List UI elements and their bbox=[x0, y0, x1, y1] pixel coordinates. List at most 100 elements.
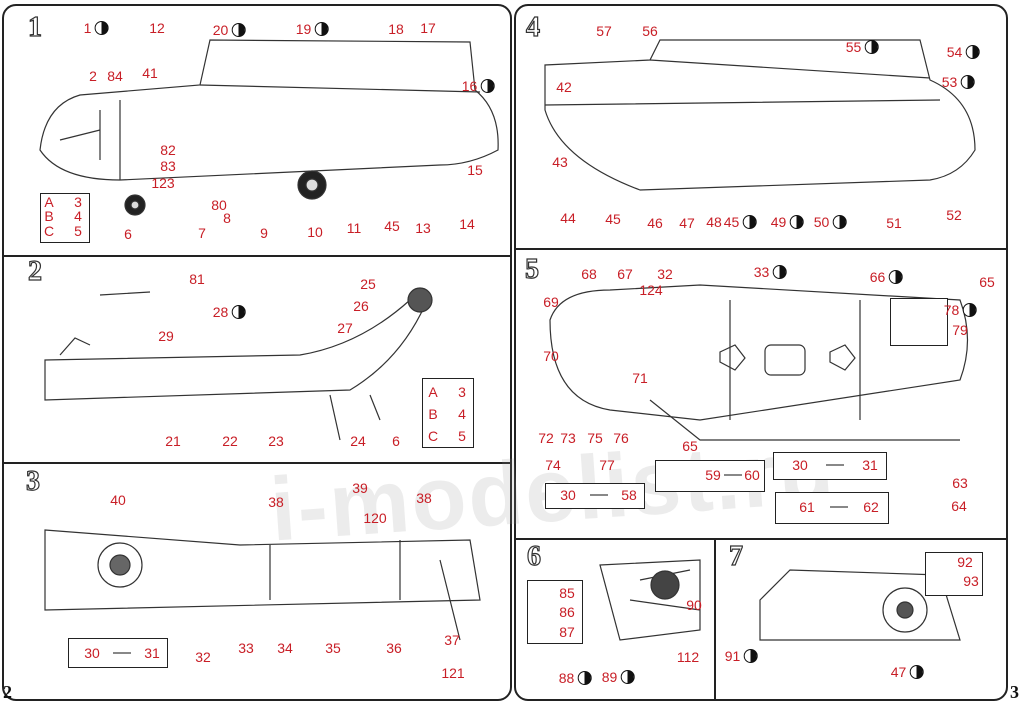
callout-p1: 41 bbox=[142, 65, 158, 81]
callout-p2: 25 bbox=[360, 276, 376, 292]
callout-p4: 44 bbox=[560, 210, 576, 226]
legend-entry: A bbox=[428, 384, 437, 400]
callout-number: 58 bbox=[621, 487, 637, 503]
callout-number: 65 bbox=[979, 274, 995, 290]
callout-number: 87 bbox=[559, 624, 575, 640]
callout-p5: 79 bbox=[952, 322, 968, 338]
callout-p5: 124 bbox=[639, 282, 662, 298]
callout-p5: 70 bbox=[543, 348, 559, 364]
callout-p4: 52 bbox=[946, 207, 962, 223]
callout-p2: 24 bbox=[350, 433, 366, 449]
paint-color-icon bbox=[960, 75, 975, 89]
fuselage-outline-4 bbox=[544, 39, 976, 191]
callout-p5: 71 bbox=[632, 370, 648, 386]
callout-p5: 69 bbox=[543, 294, 559, 310]
legend-entry: 5 bbox=[458, 428, 466, 444]
callout-p4: 53 bbox=[942, 74, 975, 90]
callout-number: 29 bbox=[158, 328, 174, 344]
callout-number: 86 bbox=[559, 604, 575, 620]
paint-color-icon bbox=[577, 671, 592, 685]
callout-number: 35 bbox=[325, 640, 341, 656]
callout-number: 43 bbox=[552, 154, 568, 170]
callout-number: 6 bbox=[526, 540, 541, 572]
callout-number: 121 bbox=[441, 665, 465, 681]
callout-p1: 83 bbox=[160, 158, 176, 174]
callout-p3: 40 bbox=[110, 492, 126, 508]
callout-p5: 73 bbox=[560, 430, 576, 446]
callout-number: 124 bbox=[639, 282, 663, 298]
panel-divider bbox=[4, 462, 510, 464]
callout-number: 30 bbox=[792, 457, 808, 473]
rotor-head-drawing bbox=[599, 559, 701, 641]
callout-number: C bbox=[427, 428, 439, 444]
paint-color-icon bbox=[965, 45, 980, 59]
step-number: 5 bbox=[524, 253, 539, 286]
callout-number: 54 bbox=[946, 44, 963, 60]
legend-entry: C bbox=[44, 223, 54, 239]
callout-number: 21 bbox=[165, 433, 181, 449]
callout-p5: 68 bbox=[581, 266, 597, 282]
callout-number: 7 bbox=[198, 225, 206, 241]
callout-p5: 72 bbox=[538, 430, 554, 446]
callout-number: 22 bbox=[222, 433, 238, 449]
callout-number: 73 bbox=[560, 430, 576, 446]
callout-number: 68 bbox=[581, 266, 597, 282]
callout-p5: 78 bbox=[944, 302, 977, 318]
page-number-right: 3 bbox=[1010, 682, 1019, 702]
arrow-icon bbox=[826, 464, 844, 466]
callout-number: 85 bbox=[559, 585, 575, 601]
callout-number: 25 bbox=[360, 276, 376, 292]
callout-number: 74 bbox=[545, 457, 561, 473]
legend-entry: 4 bbox=[458, 406, 466, 422]
callout-p3: 36 bbox=[386, 640, 402, 656]
callout-number: 36 bbox=[386, 640, 402, 656]
callout-number: 39 bbox=[352, 480, 368, 496]
detail-box-78-79 bbox=[890, 298, 948, 346]
callout-number: 14 bbox=[459, 216, 475, 232]
callout-number: 56 bbox=[642, 23, 658, 39]
arrow-icon bbox=[723, 474, 742, 476]
paint-color-icon bbox=[94, 21, 109, 35]
callout-number: 1 bbox=[83, 20, 92, 36]
panel-divider bbox=[4, 255, 510, 257]
callout-p1: 2 bbox=[89, 68, 97, 84]
callout-number: B bbox=[428, 406, 438, 422]
arrow-box-number: 58 bbox=[621, 487, 637, 503]
callout-number: 75 bbox=[587, 430, 603, 446]
callout-p4: 45 bbox=[724, 214, 757, 230]
callout-number: 33 bbox=[753, 264, 770, 280]
legend-entry: 5 bbox=[74, 223, 82, 239]
page-number-left: 2 bbox=[3, 682, 12, 702]
callout-number: 41 bbox=[142, 65, 158, 81]
callout-number: 55 bbox=[845, 39, 862, 55]
callout-p4: 51 bbox=[886, 215, 902, 231]
callout-number: 28 bbox=[212, 304, 229, 320]
arrow-box-number: 30 bbox=[84, 645, 100, 661]
callout-p7: 47 bbox=[891, 664, 924, 680]
callout-p4: 57 bbox=[596, 23, 612, 39]
arrow-icon bbox=[830, 506, 848, 508]
callout-number: 61 bbox=[799, 499, 815, 515]
callout-number: 70 bbox=[543, 348, 559, 364]
callout-p1: 10 bbox=[307, 224, 323, 240]
callout-p2: 27 bbox=[337, 320, 353, 336]
callout-number: 71 bbox=[632, 370, 648, 386]
left-page bbox=[2, 4, 512, 701]
step-number: 1 bbox=[27, 11, 42, 44]
arrow-box-59-60 bbox=[655, 460, 765, 492]
callout-number: 3 bbox=[458, 384, 466, 400]
callout-p3: 33 bbox=[238, 640, 254, 656]
callout-p1: 84 bbox=[107, 68, 123, 84]
callout-p4: 46 bbox=[647, 215, 663, 231]
callout-number: 93 bbox=[963, 573, 979, 589]
callout-p5: 76 bbox=[613, 430, 629, 446]
arrow-box-30-58 bbox=[545, 483, 645, 509]
detail-box-85-87 bbox=[527, 580, 583, 644]
callout-number: 4 bbox=[525, 11, 540, 43]
legend-entry: 3 bbox=[74, 194, 82, 210]
callout-number: 69 bbox=[543, 294, 559, 310]
callout-p5: 65 bbox=[979, 274, 995, 290]
callout-number: B bbox=[44, 208, 54, 224]
callout-p1: 19 bbox=[296, 21, 329, 37]
